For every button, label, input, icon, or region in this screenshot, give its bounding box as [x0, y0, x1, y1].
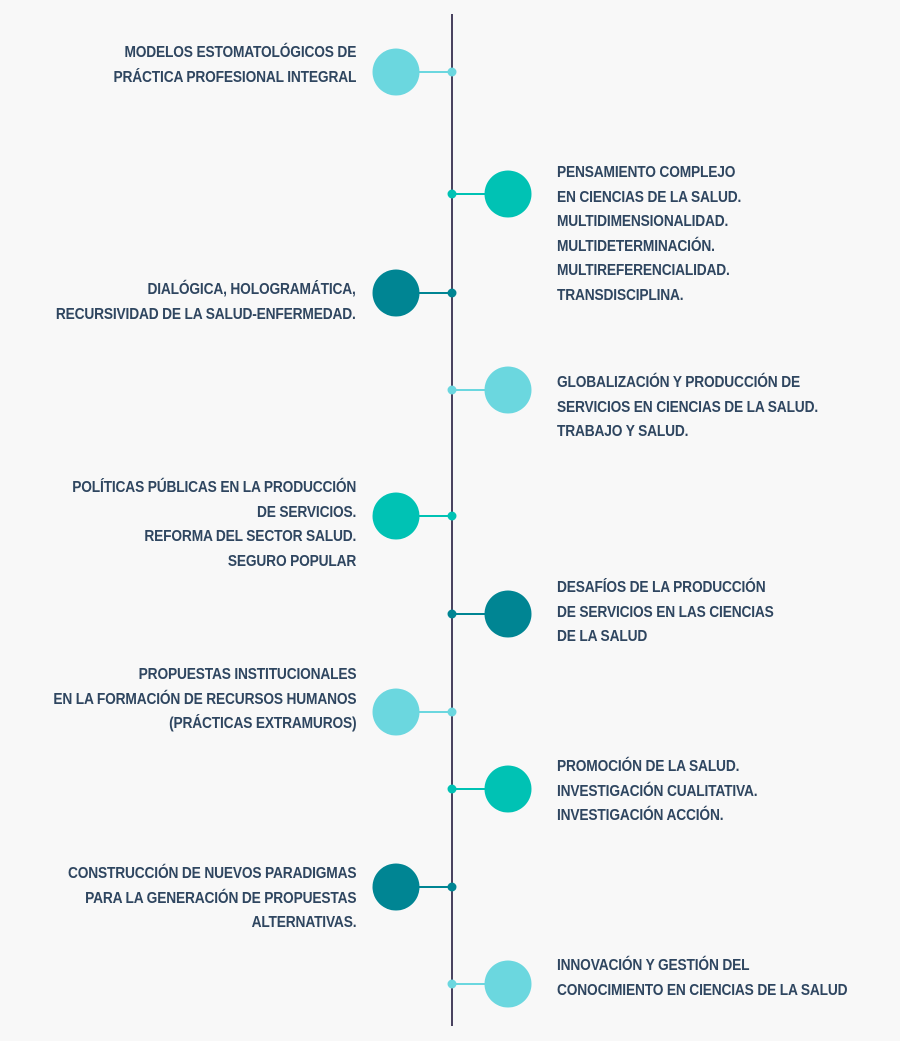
timeline-node-circle [372, 688, 420, 736]
axis-dot [447, 882, 457, 892]
axis-dot [447, 609, 457, 619]
connector-line [396, 292, 452, 294]
timeline-node-circle [372, 269, 420, 317]
axis-dot [447, 784, 457, 794]
connector-line [452, 613, 508, 615]
timeline-label: MODELOS ESTOMATOLÓGICOS DE PRÁCTICA PROF… [113, 44, 356, 86]
timeline-node-circle [484, 366, 532, 414]
connector-line [396, 515, 452, 517]
timeline-node-circle [484, 765, 532, 813]
timeline-label: POLÍTICAS PÚBLICAS EN LA PRODUCCIÓN DE S… [72, 479, 356, 570]
axis-dot [447, 979, 457, 989]
axis-dot [447, 67, 457, 77]
timeline-node-circle [372, 863, 420, 911]
timeline-node-circle [484, 960, 532, 1008]
axis-dot [447, 189, 457, 199]
timeline-node-circle [484, 170, 532, 218]
timeline-label: PROPUESTAS INSTITUCIONALES EN LA FORMACI… [52, 666, 356, 732]
connector-line [452, 193, 508, 195]
axis-dot [447, 385, 457, 395]
axis-dot [447, 288, 457, 298]
timeline-label: PROMOCIÓN DE LA SALUD. INVESTIGACIÓN CUA… [557, 758, 758, 824]
timeline-label: GLOBALIZACIÓN Y PRODUCCIÓN DE SERVICIOS … [557, 374, 818, 440]
timeline-label: DIALÓGICA, HOLOGRAMÁTICA, RECURSIVIDAD D… [56, 281, 356, 323]
connector-line [396, 886, 452, 888]
timeline-label: DESAFÍOS DE LA PRODUCCIÓN DE SERVICIOS E… [557, 579, 774, 645]
connector-line [452, 788, 508, 790]
timeline-label: CONSTRUCCIÓN DE NUEVOS PARADIGMAS PARA L… [67, 865, 357, 931]
timeline-label: INNOVACIÓN Y GESTIÓN DEL CONOCIMIENTO EN… [557, 957, 848, 999]
timeline-label: PENSAMIENTO COMPLEJO EN CIENCIAS DE LA S… [557, 164, 742, 304]
timeline-node-circle [372, 492, 420, 540]
connector-line [452, 983, 508, 985]
connector-line [396, 71, 452, 73]
timeline-node-circle [484, 590, 532, 638]
timeline-node-circle [372, 48, 420, 96]
connector-line [452, 389, 508, 391]
axis-dot [447, 511, 457, 521]
axis-dot [447, 707, 457, 717]
connector-line [396, 711, 452, 713]
